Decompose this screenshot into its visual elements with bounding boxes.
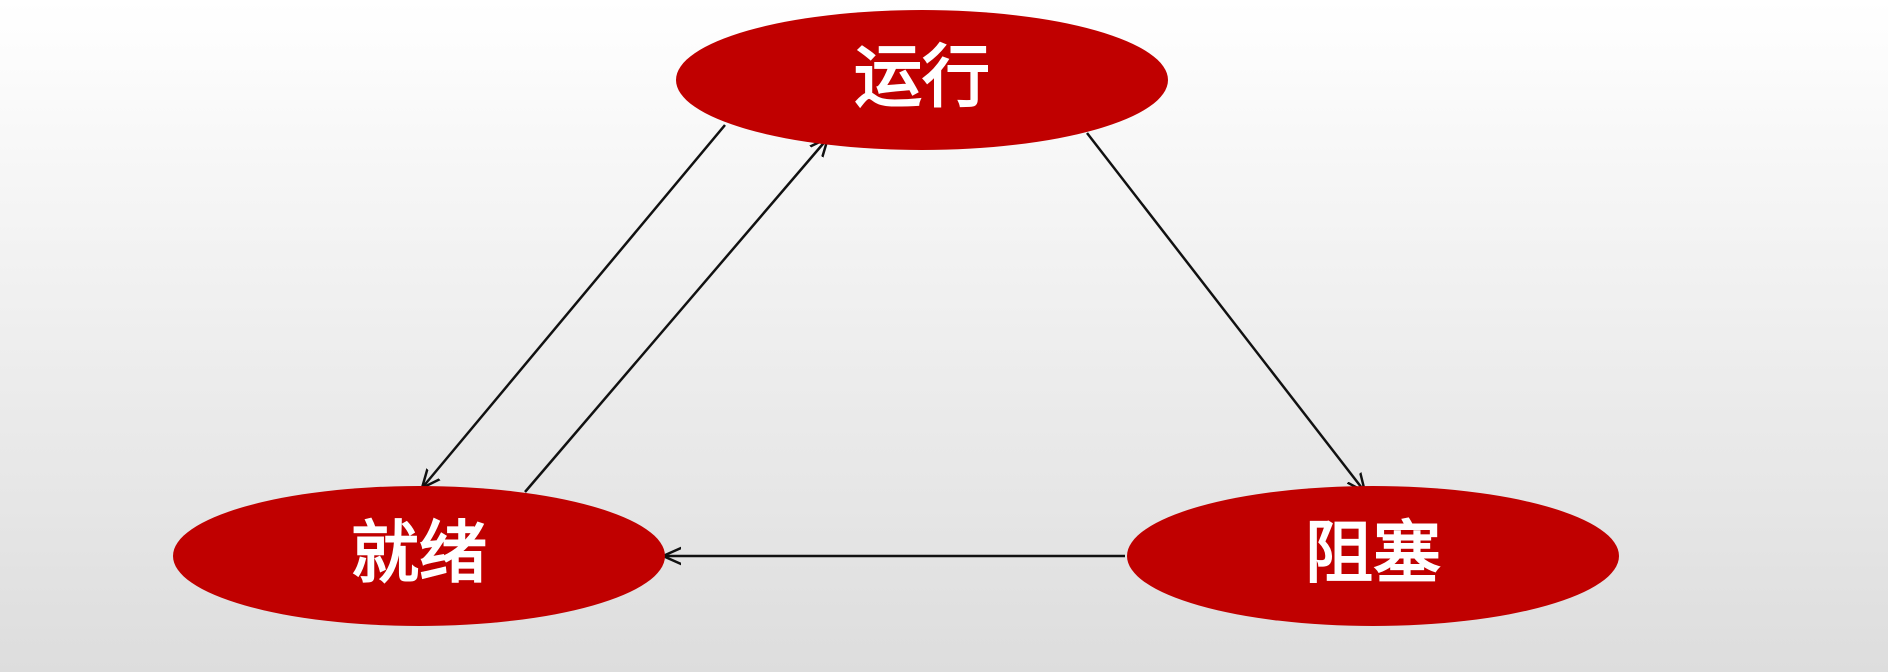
node-blocked-label: 阻塞 — [1305, 515, 1441, 594]
node-blocked-ellipse — [1127, 486, 1619, 626]
node-blocked: 阻塞 — [1127, 486, 1619, 626]
node-ready: 就绪 — [173, 486, 665, 626]
edge-running-to-blocked — [1086, 132, 1365, 492]
edge-ready-to-running — [524, 138, 828, 493]
node-running-label: 运行 — [854, 39, 990, 118]
node-running-ellipse — [676, 10, 1168, 150]
node-running: 运行 — [676, 10, 1168, 150]
node-ready-label: 就绪 — [351, 515, 487, 594]
node-ready-ellipse — [173, 486, 665, 626]
edge-running-to-ready — [422, 124, 726, 488]
